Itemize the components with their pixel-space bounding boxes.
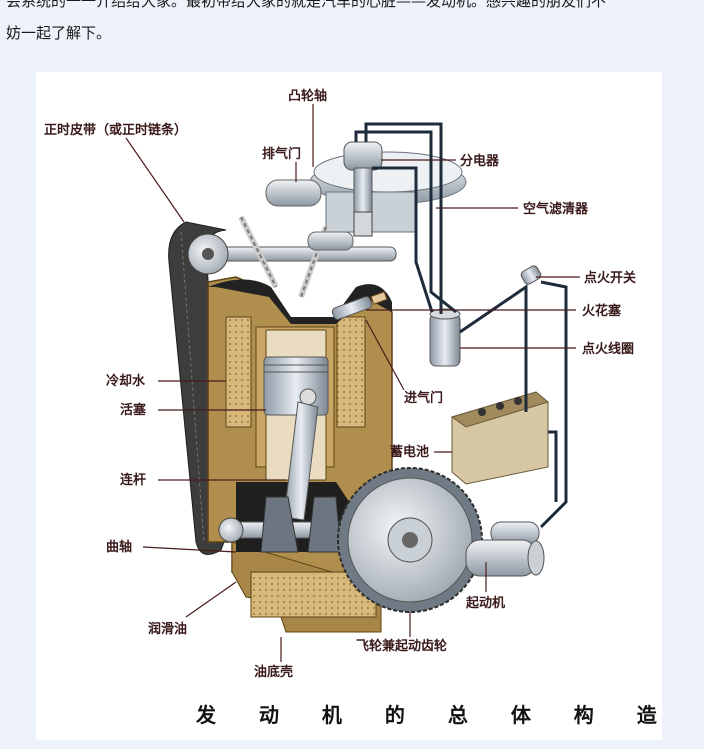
battery (450, 391, 550, 485)
label-spark-plug: 火花塞 (582, 303, 622, 319)
label-coolant: 冷却水 (106, 373, 146, 389)
ignition-wires (354, 122, 568, 529)
air-filter (309, 151, 467, 233)
label-lubricating-oil: 润滑油 (148, 621, 187, 637)
label-battery: 蓄电池 (390, 444, 429, 460)
starter-motor (465, 521, 545, 577)
leader-lines (125, 104, 580, 662)
label-camshaft: 凸轮轴 (288, 88, 327, 104)
article-text-line-2: 妨一起了解下。 (6, 24, 112, 42)
label-intake-valve: 进气门 (404, 390, 443, 406)
label-starter-motor: 起动机 (465, 595, 505, 611)
label-distributor: 分电器 (460, 153, 500, 169)
diagram-caption: 发 动 机 的 总 体 构 造 (195, 703, 662, 727)
engine-diagram: 凸轮轴 正时皮带（或正时链条） 排气门 分电器 空气滤清器 点火开关 火花塞 点… (36, 72, 662, 740)
label-ignition-coil: 点火线圈 (582, 341, 634, 357)
label-connecting-rod: 连杆 (120, 472, 146, 488)
engine-diagram-svg: 凸轮轴 正时皮带（或正时链条） 排气门 分电器 空气滤清器 点火开关 火花塞 点… (44, 88, 662, 727)
ignition-switch (520, 265, 542, 285)
label-crankshaft: 曲轴 (106, 539, 132, 555)
label-oil-pan: 油底壳 (254, 664, 293, 680)
flywheel (337, 467, 483, 613)
article-text-line-1: 会系统的一一介绍给大家。最初带给大家的就是汽车的心脏——发动机。感兴趣的朋友们不 (6, 0, 607, 10)
label-timing-belt: 正时皮带（或正时链条） (44, 122, 187, 138)
label-exhaust-valve: 排气门 (262, 146, 301, 162)
label-ignition-switch: 点火开关 (584, 270, 636, 286)
ignition-coil (429, 308, 461, 367)
label-flywheel: 飞轮兼起动齿轮 (356, 638, 447, 654)
camshaft (187, 233, 397, 275)
piston-assembly (263, 329, 329, 521)
distributor (343, 141, 383, 237)
label-piston: 活塞 (120, 402, 147, 418)
valves (238, 179, 354, 299)
label-air-filter: 空气滤清器 (523, 201, 589, 217)
spark-plug (331, 291, 388, 320)
